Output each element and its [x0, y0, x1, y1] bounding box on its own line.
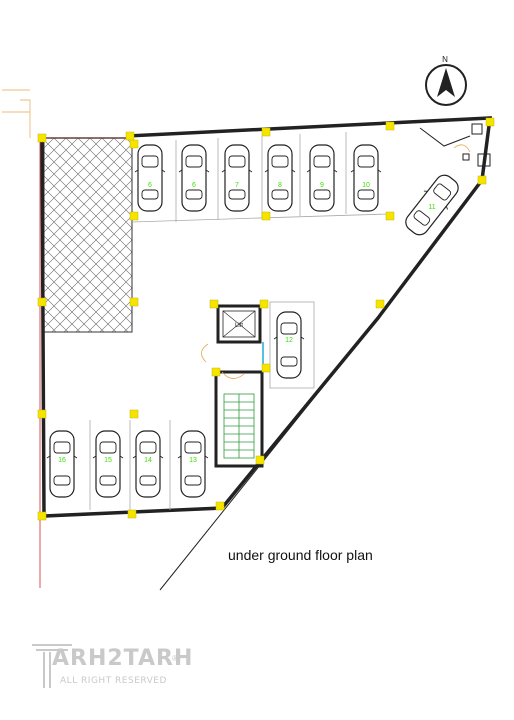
spot-number: 16: [58, 457, 66, 464]
elevator-label: Lift: [235, 323, 243, 329]
spot-number: 10: [362, 182, 370, 189]
spot-number: 8: [278, 182, 282, 189]
spot-number: 15: [104, 457, 112, 464]
svg-text:N: N: [442, 55, 448, 64]
spot-number: 12: [285, 337, 293, 344]
spot-number: 9: [320, 182, 324, 189]
columns: [37, 117, 495, 521]
watermark-logo-icon: [32, 644, 72, 688]
outer-site-line: [159, 317, 379, 591]
watermark-tagline: ALL RIGHT RESERVED: [60, 676, 167, 686]
parking-cars-bottom: [46, 430, 209, 498]
spot-numbers: 6 6 7 8 9 10 11 12 16 15 14 13: [58, 182, 436, 464]
spot-number: 6: [192, 182, 196, 189]
spot-number: 14: [144, 457, 152, 464]
parking-cars-top: [134, 144, 465, 379]
spot-number: 11: [428, 204, 435, 211]
door-swings: [201, 144, 471, 379]
stairs: [223, 393, 255, 459]
spot-number: 13: [189, 457, 197, 464]
top-parking-stalls: [131, 132, 389, 223]
watermark-brand: ARH2TARH: [52, 646, 194, 671]
watermark-reg-mark: ®: [172, 654, 178, 663]
corner-room: [419, 123, 491, 167]
north-arrow-icon: N: [425, 55, 467, 106]
spot-number: 6: [148, 182, 152, 189]
ramp-hatch: [43, 137, 133, 333]
plan-caption: under ground floor plan: [228, 547, 373, 563]
bottom-parking-stalls: [89, 301, 315, 510]
spot-number: 7: [235, 182, 239, 189]
